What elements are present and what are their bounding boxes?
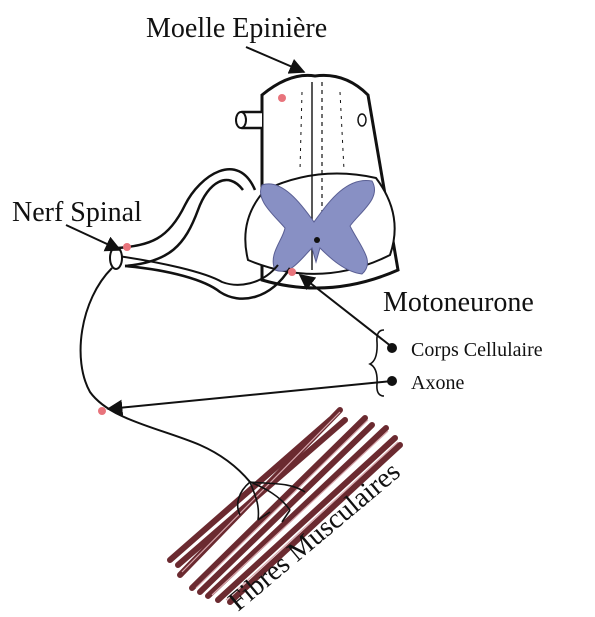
bullet-corps bbox=[387, 343, 397, 353]
label-moelle: Moelle Epinière bbox=[146, 13, 327, 44]
axon-path bbox=[81, 268, 250, 482]
central-canal bbox=[314, 237, 320, 243]
point-nerf bbox=[123, 243, 131, 251]
arrow-moelle bbox=[246, 47, 304, 72]
arrow-nerf bbox=[66, 225, 120, 250]
bullet-axone bbox=[387, 376, 397, 386]
point-motoneurone bbox=[288, 268, 296, 276]
arrow-axone bbox=[108, 381, 392, 409]
label-corps: Corps Cellulaire bbox=[411, 339, 543, 361]
label-nerf: Nerf Spinal bbox=[12, 197, 142, 228]
point-axone bbox=[98, 407, 106, 415]
point-moelle bbox=[278, 94, 286, 102]
label-axone: Axone bbox=[411, 372, 464, 394]
label-motoneurone: Motoneurone bbox=[383, 287, 534, 318]
